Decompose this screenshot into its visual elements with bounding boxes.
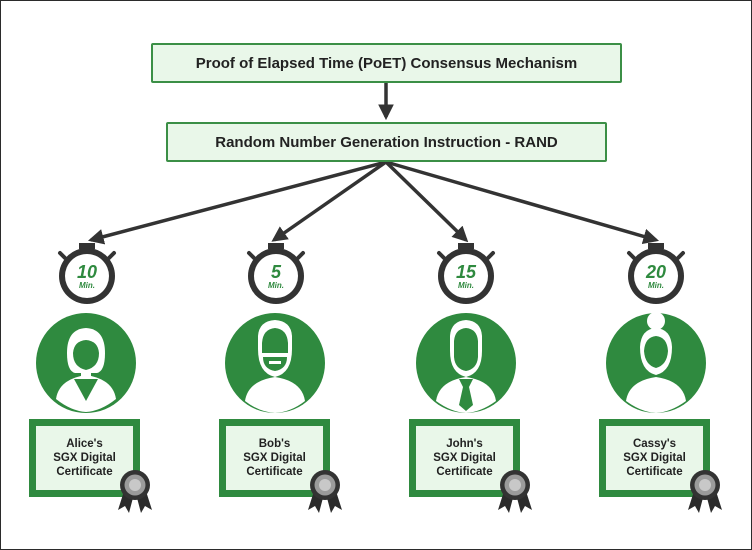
certificate-alice: Alice's SGX Digital Certificate: [29, 419, 140, 497]
certificate-inner: John's SGX Digital Certificate: [415, 425, 514, 491]
rand-instruction-box: Random Number Generation Instruction - R…: [166, 122, 607, 162]
certificate-owner: Alice's: [66, 438, 103, 450]
man-tie-icon: [416, 313, 516, 413]
certificate-inner: Alice's SGX Digital Certificate: [35, 425, 134, 491]
certificate-owner: Bob's: [258, 438, 291, 450]
poet-title: Proof of Elapsed Time (PoET) Consensus M…: [195, 54, 578, 72]
certificate-line: Certificate: [246, 466, 303, 478]
certificate-line: Certificate: [436, 466, 493, 478]
timer-label-john: 15 Min.: [436, 263, 496, 290]
arrow-rand-to-bob: [271, 160, 388, 242]
stopwatch-icon-alice: [58, 243, 116, 304]
timer-value: 10: [76, 262, 98, 282]
timer-unit: Min.: [648, 281, 664, 290]
timer-label-cassy: 20 Min.: [626, 263, 686, 290]
certificate-cassy: Cassy's SGX Digital Certificate: [599, 419, 710, 497]
certificate-owner: John's: [446, 438, 483, 450]
certificate-john: John's SGX Digital Certificate: [409, 419, 520, 497]
woman-bun-icon: [606, 312, 706, 413]
arrow-rand-to-john: [384, 160, 469, 243]
poet-title-box: Proof of Elapsed Time (PoET) Consensus M…: [151, 43, 622, 83]
certificate-inner: Cassy's SGX Digital Certificate: [605, 425, 704, 491]
timer-value: 5: [270, 262, 281, 282]
certificate-bob: Bob's SGX Digital Certificate: [219, 419, 330, 497]
stopwatch-icon-john: [437, 243, 495, 304]
arrow-rand-to-alice: [87, 160, 387, 245]
woman-short-hair-icon: [36, 313, 136, 413]
arrow-rand-to-cassy: [385, 160, 660, 245]
stopwatch-icon-cassy: [627, 243, 685, 304]
timer-unit: Min.: [268, 281, 284, 290]
certificate-inner: Bob's SGX Digital Certificate: [225, 425, 324, 491]
certificate-line: SGX Digital: [53, 452, 116, 464]
timer-unit: Min.: [458, 281, 474, 290]
certificate-line: Certificate: [56, 466, 113, 478]
man-beard-icon: [225, 313, 325, 413]
timer-value: 20: [645, 262, 667, 282]
timer-label-bob: 5 Min.: [246, 263, 306, 290]
certificate-line: SGX Digital: [623, 452, 686, 464]
certificate-line: SGX Digital: [243, 452, 306, 464]
certificate-line: Certificate: [626, 466, 683, 478]
rand-instruction: Random Number Generation Instruction - R…: [215, 133, 558, 151]
stopwatch-icon-bob: [247, 243, 305, 304]
timer-value: 15: [455, 262, 477, 282]
timer-label-alice: 10 Min.: [57, 263, 117, 290]
certificate-line: SGX Digital: [433, 452, 496, 464]
certificate-owner: Cassy's: [632, 438, 677, 450]
timer-unit: Min.: [79, 281, 95, 290]
